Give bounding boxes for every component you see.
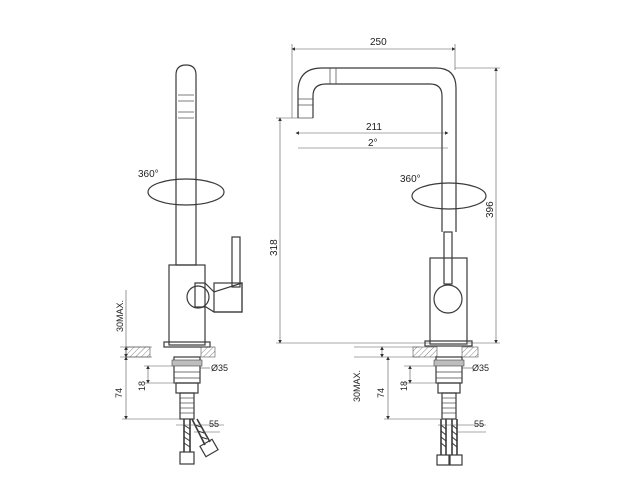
front-reach-label: 211	[366, 122, 382, 133]
front-lever-handle	[443, 231, 453, 285]
front-lever-cap	[433, 284, 463, 314]
side-rotation-ellipse	[147, 178, 225, 206]
front-max-thickness-label: 30MAX.	[352, 370, 362, 402]
front-view: 250 211 2° 396 318 360°	[269, 37, 500, 466]
side-lever-handle	[231, 236, 241, 288]
side-dim-74-label: 74	[114, 388, 124, 398]
front-dim-18-label: 18	[399, 381, 409, 391]
front-diameter-label: Ø35	[472, 363, 489, 373]
side-diameter-label: Ø35	[211, 363, 228, 373]
side-body	[168, 264, 206, 346]
front-dim-74-label: 74	[376, 388, 386, 398]
side-view: 360°	[114, 64, 243, 465]
front-spout-outer	[297, 67, 457, 232]
front-spout-inner	[312, 83, 443, 232]
side-spout-tube	[175, 64, 197, 266]
side-rotation-label: 360°	[138, 169, 159, 180]
side-max-thickness-label: 30MAX.	[115, 300, 125, 332]
front-rotation-label: 360°	[400, 174, 421, 185]
front-angle-label: 2°	[368, 138, 378, 149]
front-total-height-label: 396	[485, 201, 496, 218]
front-width-label: 250	[370, 37, 387, 48]
side-dim-18-label: 18	[137, 381, 147, 391]
front-rotation-ellipse	[411, 182, 487, 210]
side-dim-55-label: 55	[209, 419, 219, 429]
front-dim-55-label: 55	[474, 419, 484, 429]
front-spout-height-label: 318	[269, 239, 280, 256]
front-body	[429, 257, 468, 345]
